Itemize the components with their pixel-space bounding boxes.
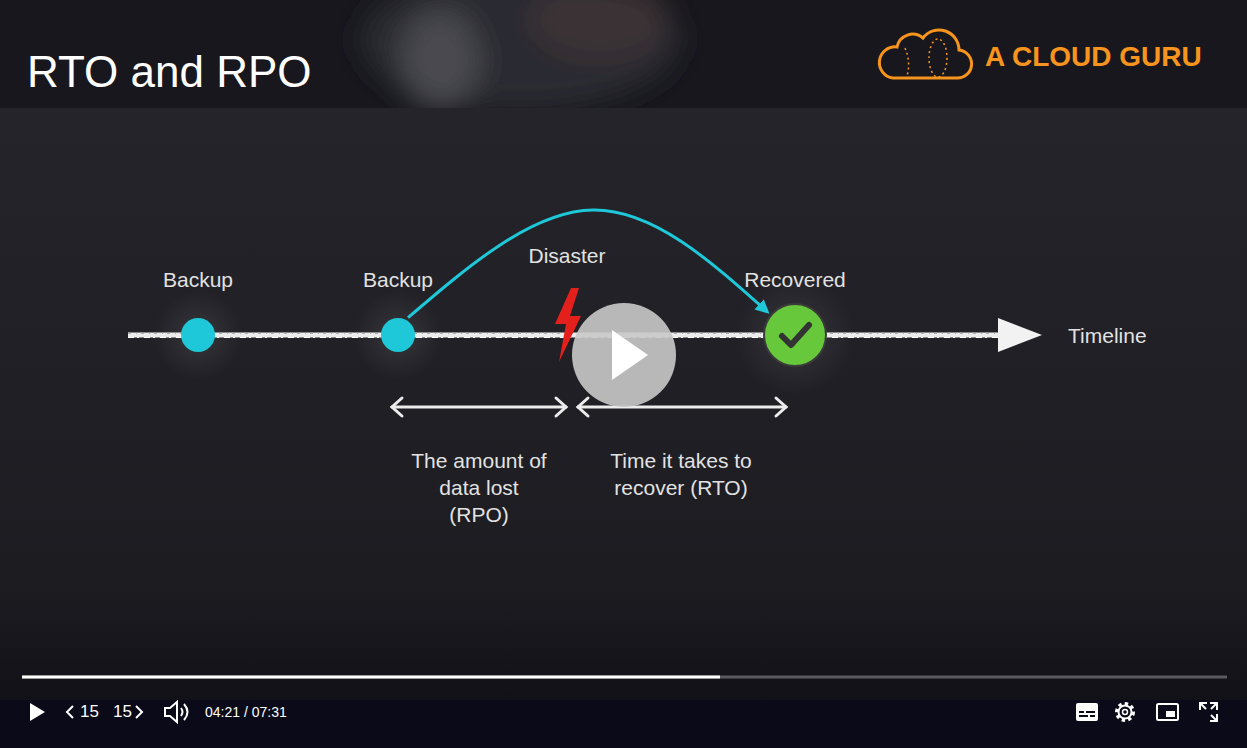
recovered-check-outline (763, 303, 827, 367)
sound-wave (184, 704, 188, 720)
point-label: Backup (163, 268, 233, 292)
dimension-label: The amount of data lost (RPO) (409, 447, 549, 528)
backup-point: Backup (363, 268, 433, 352)
timeline-arrowhead (998, 318, 1042, 352)
presenter-shape (360, 0, 680, 110)
rto-dimension (578, 406, 786, 409)
rewind-chevron (67, 706, 73, 718)
disaster-bolt-shape (549, 288, 585, 362)
pip-frame (1157, 704, 1178, 720)
lightning-bolt (555, 288, 581, 362)
forward-chevron (136, 706, 142, 718)
point-label: Backup (363, 268, 433, 292)
logo-cloud (879, 30, 971, 78)
logo-cloud-outline (879, 30, 971, 78)
slide-title: RTO and RPO (27, 46, 312, 98)
arrow-head (556, 398, 566, 416)
recovered-check: Recovered (744, 268, 846, 367)
check-mark (782, 325, 809, 345)
play-icon (30, 703, 45, 721)
control-bar (0, 700, 1247, 748)
subtitles-line (1090, 715, 1095, 717)
volume-icon (165, 702, 188, 722)
recovered-dot (764, 304, 826, 366)
recovery-arrow (408, 210, 767, 318)
logo-cloud-detail (929, 39, 947, 77)
gear-hub (1123, 710, 1128, 715)
disaster-bolt: Disaster (528, 244, 605, 362)
arrow-head (776, 398, 786, 416)
backup-point: Backup (163, 268, 233, 352)
fullscreen-corner (1210, 714, 1217, 721)
blurred-presenter (360, 0, 680, 110)
logo-text: A CLOUD GURU (985, 40, 1202, 74)
point-label: Recovered (744, 268, 846, 292)
arrow-head (392, 398, 402, 416)
presenter-shape (400, 10, 480, 110)
arrow-head (578, 398, 588, 416)
backup-dot (181, 318, 215, 352)
axis-label: Timeline (1068, 323, 1147, 348)
progress-track (22, 676, 1227, 679)
big-play-button (572, 303, 676, 407)
subtitles-line (1079, 715, 1088, 717)
gear-teeth (1117, 704, 1133, 720)
presenter-shape (530, 0, 670, 60)
dimension-arrows (392, 398, 786, 416)
play-circle (572, 303, 676, 407)
fullscreen-corner (1200, 703, 1207, 710)
subtitles-line (1086, 711, 1095, 713)
point-label: Disaster (528, 244, 605, 268)
fullscreen-icon (1200, 703, 1217, 721)
backup-point-shape (381, 318, 415, 352)
backup-point-outline (181, 318, 215, 352)
subtitles-icon (1076, 703, 1098, 721)
fullscreen-corner (1210, 703, 1217, 710)
backup-point-shape (181, 318, 215, 352)
slide-body (0, 108, 1247, 708)
skip-seconds: 15 (80, 702, 99, 722)
play-triangle (612, 330, 648, 380)
subtitles-box (1076, 703, 1098, 721)
fullscreen-diagonal (1200, 703, 1206, 709)
gear-ring (1119, 706, 1132, 719)
subtitles-line (1079, 711, 1084, 713)
settings-icon (1117, 704, 1133, 720)
progress-fill (22, 676, 720, 679)
speaker (165, 702, 177, 722)
backup-point-outline (381, 318, 415, 352)
recovered-check-shape (763, 303, 827, 367)
time-display: 04:21 / 07:31 (205, 704, 287, 721)
pip-icon (1157, 704, 1178, 720)
logo-cloud-detail (905, 48, 909, 76)
rpo-dimension (392, 406, 566, 409)
backup-dot (381, 318, 415, 352)
pip-window (1166, 711, 1175, 717)
dimension-label: Time it takes to recover (RTO) (606, 447, 756, 501)
fullscreen-diagonal (1211, 715, 1217, 721)
skip-seconds: 15 (113, 702, 132, 722)
sound-wave (181, 708, 183, 716)
disaster-bolt-outline (549, 288, 585, 362)
fullscreen-diagonal (1211, 703, 1217, 709)
